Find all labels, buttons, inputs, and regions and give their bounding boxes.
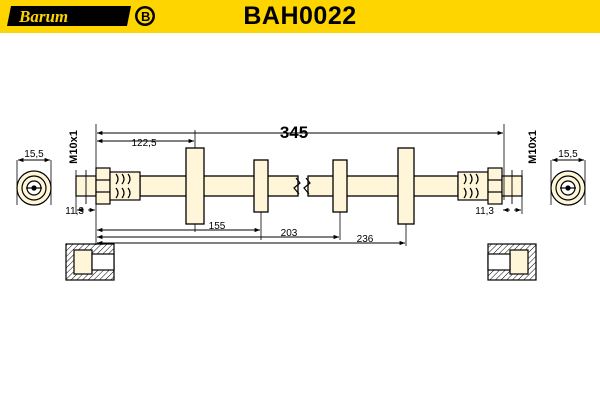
svg-text:B: B xyxy=(141,9,150,24)
left-thread-label: M10x1 xyxy=(68,130,80,164)
bracket-2 xyxy=(253,159,269,213)
left-end-view xyxy=(16,170,52,206)
bracket-4-distance-label: 236 xyxy=(357,234,374,245)
left-fitting-width-label: 15,5 xyxy=(24,149,44,160)
break-mark xyxy=(293,177,311,195)
bracket-3 xyxy=(332,159,348,213)
logo-wordmark: Barum xyxy=(18,7,68,26)
barum-logo: Barum B xyxy=(7,6,155,26)
total-length-label: 345 xyxy=(280,123,308,142)
bracket-3-distance-label: 203 xyxy=(281,228,298,239)
bracket-2-distance-label: 155 xyxy=(209,221,226,232)
right-section-view xyxy=(487,243,537,281)
bracket-4 xyxy=(397,147,415,225)
right-end-view xyxy=(550,170,586,206)
extension-lines xyxy=(16,124,586,246)
dimension-lines xyxy=(18,130,584,246)
right-fitting-width-label: 15,5 xyxy=(558,149,578,160)
bracket-1 xyxy=(185,147,205,225)
right-fitting-length-label: 11,3 xyxy=(475,206,494,217)
right-thread-label: M10x1 xyxy=(527,130,539,164)
left-section-view xyxy=(65,243,115,281)
left-fitting-length-label: 11,3 xyxy=(65,206,84,217)
bracket-1-distance-label: 122,5 xyxy=(131,138,156,149)
part-number: BAH0022 xyxy=(243,2,357,30)
